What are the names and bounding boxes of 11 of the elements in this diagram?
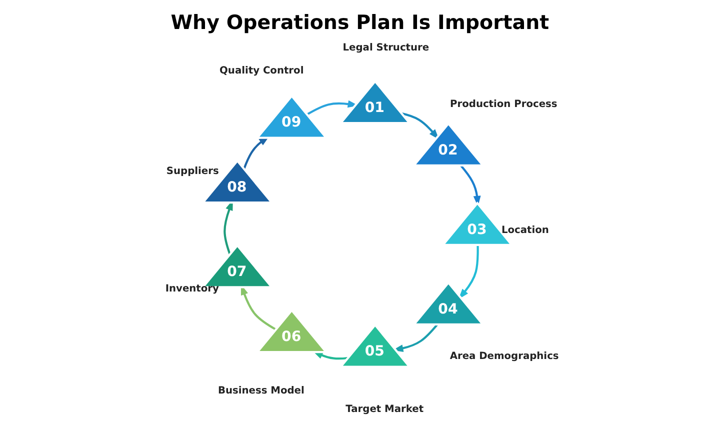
node-label: Target Market xyxy=(345,404,424,415)
node-label: Quality Control xyxy=(219,65,304,76)
node-label: Production Process xyxy=(450,99,557,110)
arrow xyxy=(400,112,439,140)
node-label: Area Demographics xyxy=(449,351,558,362)
node-label: Business Model xyxy=(217,385,304,396)
node-label: Location xyxy=(500,224,548,236)
node-label: Legal Structure xyxy=(342,42,429,54)
arrow xyxy=(458,245,478,300)
diagram-title: Why Operations Plan Is Important xyxy=(170,10,549,34)
arrow xyxy=(306,100,358,116)
